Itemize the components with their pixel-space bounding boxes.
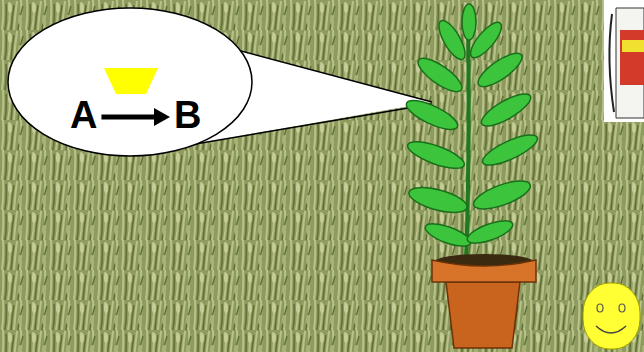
callout-ellipse [8,8,252,156]
species-label: B [174,96,201,134]
enzyme-symbol [104,68,158,94]
spray-bottle [604,0,644,122]
reaction-arrow [101,108,170,126]
flower-pot [432,254,536,348]
species-label: A [70,96,97,134]
plant [403,4,541,262]
reaction-species: B [172,94,203,136]
smiley-face [583,283,640,349]
reaction-species: A [68,94,99,136]
